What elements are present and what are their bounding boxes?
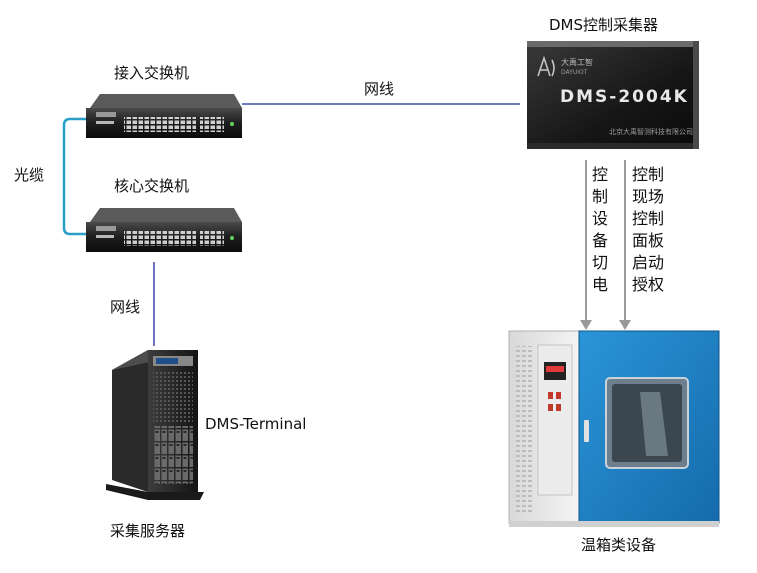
fiber-link	[62, 117, 86, 236]
panel-auth-signal: 控制现场控制面板启动授权	[631, 165, 664, 294]
core-switch-icon	[86, 208, 242, 252]
chamber-icon	[508, 330, 720, 527]
fiber-label: 光缆	[14, 166, 45, 184]
signal-arrows	[580, 160, 631, 330]
collector-model: DMS-2004K	[560, 87, 689, 107]
core-switch-label: 核心交换机	[114, 177, 190, 195]
cable-top-label: 网线	[364, 80, 395, 98]
cable-left-label: 网线	[110, 298, 141, 316]
access-switch-icon	[86, 94, 242, 138]
access-switch-label: 接入交换机	[114, 64, 190, 82]
collector-brand-en: DAYUIOT	[561, 69, 588, 76]
terminal-label: DMS-Terminal	[205, 415, 307, 433]
server-icon	[106, 350, 204, 500]
collector-company: 北京大禹智测科技有限公司	[609, 128, 693, 136]
chamber-label: 温箱类设备	[581, 536, 657, 554]
server-label: 采集服务器	[110, 522, 186, 540]
collector-brand: 大禹工智	[561, 58, 593, 67]
collector-device-icon	[527, 41, 699, 149]
collector-label: DMS控制采集器	[549, 16, 659, 34]
power-cut-signal: 控制设备切电	[591, 165, 608, 294]
